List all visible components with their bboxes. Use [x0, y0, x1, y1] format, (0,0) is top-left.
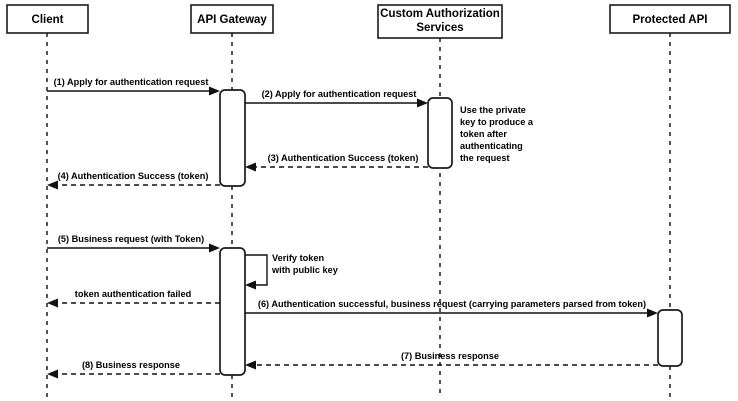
message-6-label: (6) Authentication successful, business … — [258, 299, 646, 309]
note-private-key-line-3: token after — [460, 129, 507, 139]
message-token-auth-failed-arrowhead — [47, 298, 58, 308]
message-self-verify-label-line1: Verify token — [272, 253, 324, 263]
message-self-verify-label-line2: with public key — [271, 265, 339, 275]
message-2[interactable]: (2) Apply for authentication request — [245, 89, 428, 108]
message-2-label: (2) Apply for authentication request — [262, 89, 417, 99]
message-7-label: (7) Business response — [401, 351, 499, 361]
message-self-verify-arrowhead — [245, 280, 256, 290]
participant-box-client[interactable] — [6, 4, 89, 34]
activation-bar-api-gateway-business — [219, 247, 246, 376]
message-5-label: (5) Business request (with Token) — [58, 234, 204, 244]
note-private-key-line-5: the request — [460, 153, 510, 163]
note-private-key-line-4: authenticating — [460, 141, 523, 151]
message-self-verify-token[interactable]: Verify token with public key — [245, 253, 339, 290]
note-private-key-line-1: Use the private — [460, 105, 526, 115]
message-3-arrowhead — [245, 162, 256, 172]
message-4[interactable]: (4) Authentication Success (token) — [47, 171, 220, 190]
activation-bar-protected-api — [657, 309, 683, 367]
message-4-arrowhead — [47, 180, 58, 190]
message-8-label: (8) Business response — [82, 360, 180, 370]
message-4-label: (4) Authentication Success (token) — [58, 171, 209, 181]
activation-bars — [219, 89, 683, 376]
message-1[interactable]: (1) Apply for authentication request — [47, 77, 220, 96]
message-8[interactable]: (8) Business response — [47, 360, 220, 379]
message-token-authentication-failed[interactable]: token authentication failed — [47, 289, 220, 308]
participant-custom-authorization-services[interactable]: Custom Authorization Services — [377, 4, 503, 39]
message-6-arrowhead — [647, 308, 658, 318]
participant-box-api-gateway[interactable] — [190, 4, 274, 34]
message-self-verify-line — [245, 254, 268, 286]
message-7-arrowhead — [245, 360, 256, 370]
participant-client[interactable]: Client — [6, 4, 89, 34]
participant-label-client: Client — [32, 14, 64, 26]
note-private-key-line-2: key to produce a — [460, 117, 534, 127]
participant-protected-api[interactable]: Protected API — [609, 4, 731, 34]
lifelines — [46, 33, 671, 398]
participant-label-custom-authorization-services-line2: Services — [416, 22, 463, 34]
message-7[interactable]: (7) Business response — [245, 351, 658, 370]
message-5[interactable]: (5) Business request (with Token) — [47, 234, 220, 253]
activation-bar-custom-authorization-services — [427, 97, 453, 169]
participant-label-api-gateway: API Gateway — [197, 14, 267, 26]
participant-box-custom-authorization-services[interactable] — [377, 4, 503, 39]
message-3-label: (3) Authentication Success (token) — [268, 153, 419, 163]
message-token-authentication-failed-label: token authentication failed — [75, 289, 191, 299]
participant-label-protected-api: Protected API — [633, 14, 708, 26]
note-private-key: Use the private key to produce a token a… — [460, 105, 534, 163]
message-2-arrowhead — [417, 98, 428, 108]
participant-api-gateway[interactable]: API Gateway — [190, 4, 274, 34]
message-1-label: (1) Apply for authentication request — [54, 77, 209, 87]
participant-box-protected-api[interactable] — [609, 4, 731, 34]
activation-bar-api-gateway-auth — [219, 89, 246, 187]
message-8-arrowhead — [47, 369, 58, 379]
participant-label-custom-authorization-services-line1: Custom Authorization — [380, 8, 500, 20]
message-1-arrowhead — [209, 86, 220, 96]
message-6[interactable]: (6) Authentication successful, business … — [245, 299, 658, 318]
message-3[interactable]: (3) Authentication Success (token) — [245, 153, 428, 172]
message-5-arrowhead — [209, 243, 220, 253]
